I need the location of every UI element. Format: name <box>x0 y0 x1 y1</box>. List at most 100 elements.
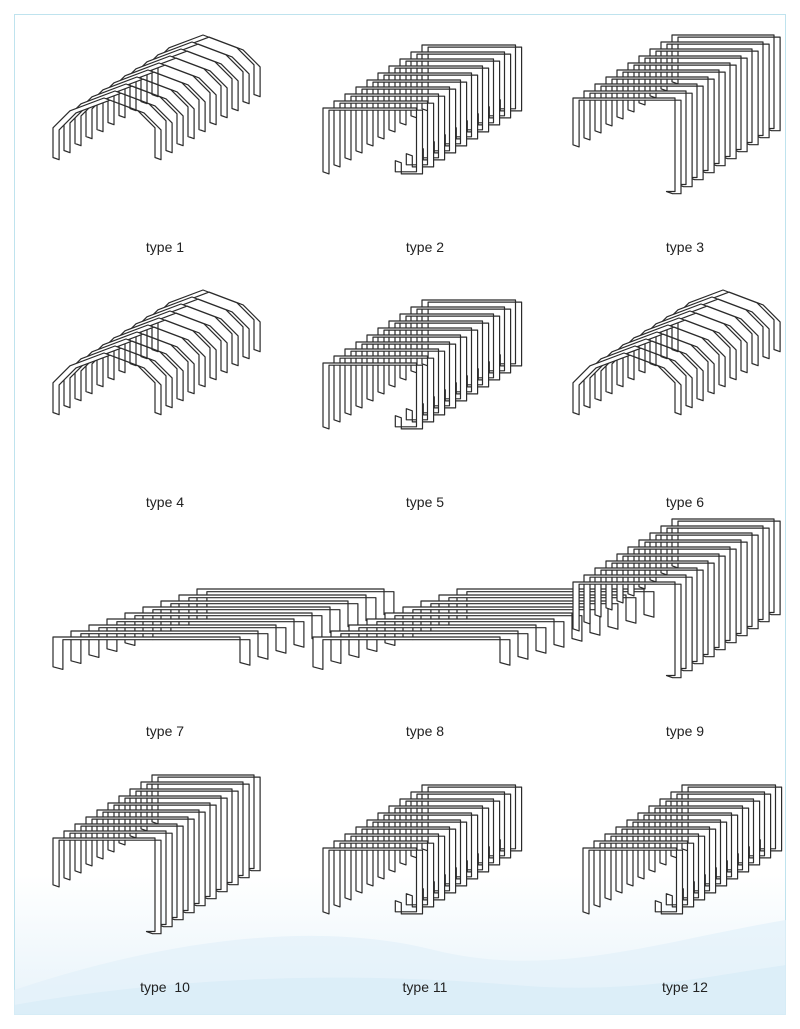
bellows-pleat <box>74 823 184 921</box>
bellows-pleat <box>355 86 457 154</box>
bellows-pleat <box>388 805 490 873</box>
bellows-pleat <box>420 600 619 635</box>
type-label: type 3 <box>665 239 705 255</box>
bellows-pleat <box>572 97 682 195</box>
bellows-pleat <box>74 83 184 147</box>
bellows-pleat <box>107 802 217 900</box>
type-label: type 5 <box>405 494 445 510</box>
bellows-pleat <box>322 847 424 915</box>
bellows-pleat <box>421 299 523 367</box>
bellows-pleat <box>52 636 251 670</box>
bellows-pleat <box>660 41 770 139</box>
bellows-pleat <box>410 306 512 374</box>
bellows-pleat <box>399 58 501 126</box>
bellows-pleat <box>333 100 435 168</box>
bellows-pleat <box>421 44 523 112</box>
bellows-pleat <box>52 352 162 416</box>
bellows-cell: type 12 <box>555 768 800 1018</box>
bellows-cell: type 1 <box>35 28 295 278</box>
bellows-pleat <box>572 581 682 679</box>
bellows-pleat <box>140 781 250 879</box>
bellows-pleat <box>649 48 759 146</box>
bellows-pleat <box>671 518 781 616</box>
bellows-cell: type 2 <box>295 28 555 278</box>
bellows-pleat <box>377 327 479 395</box>
bellows-drawing <box>322 44 523 175</box>
bellows-pleat <box>615 826 717 894</box>
bellows-pleat <box>604 833 706 901</box>
bellows-illustration <box>322 44 523 175</box>
bellows-pleat <box>348 624 547 658</box>
bellows-drawing <box>52 34 261 161</box>
bellows-pleat <box>616 69 726 167</box>
bellows-pleat <box>151 774 261 872</box>
bellows-illustration <box>52 774 261 935</box>
bellows-pleat <box>410 791 512 859</box>
bellows-drawing <box>322 784 523 915</box>
bellows-illustration <box>572 518 781 679</box>
bellows-drawing <box>312 588 655 670</box>
bellows-pleat <box>638 539 748 637</box>
bellows-pleat <box>52 97 162 161</box>
bellows-pleat <box>355 341 457 409</box>
bellows-pleat <box>605 560 715 658</box>
bellows-pleat <box>377 72 479 140</box>
bellows-pleat <box>594 338 704 402</box>
type-label: type 8 <box>405 723 445 739</box>
bellows-pleat <box>572 352 682 416</box>
type-label: type 4 <box>145 494 185 510</box>
type-label: type 11 <box>402 979 448 995</box>
bellows-drawing <box>582 784 783 915</box>
bellows-pleat <box>402 606 601 641</box>
bellows-pleat <box>593 840 695 908</box>
bellows-pleat <box>355 826 457 894</box>
bellows-pleat <box>322 362 424 430</box>
bellows-pleat <box>129 788 239 886</box>
bellows-pleat <box>649 532 759 630</box>
bellows-pleat <box>627 62 737 160</box>
bellows-cell: type 7 <box>35 512 395 762</box>
bellows-pleat <box>344 93 446 161</box>
bellows-pleat <box>438 594 637 629</box>
bellows-cell: type 8 <box>295 512 655 762</box>
bellows-pleat <box>118 795 228 893</box>
bellows-drawing <box>52 289 261 416</box>
bellows-pleat <box>399 798 501 866</box>
bellows-pleat <box>660 525 770 623</box>
bellows-pleat <box>388 320 490 388</box>
bellows-pleat <box>648 805 750 873</box>
bellows-pleat <box>616 553 726 651</box>
bellows-pleat <box>63 345 173 409</box>
bellows-pleat <box>388 65 490 133</box>
type-label: type 10 <box>140 979 190 995</box>
bellows-cell: type 6 <box>555 283 800 533</box>
bellows-pleat <box>366 618 565 652</box>
bellows-drawing <box>322 299 523 430</box>
bellows-pleat <box>384 612 583 646</box>
bellows-pleat <box>344 348 446 416</box>
bellows-illustration <box>312 588 655 670</box>
bellows-pleat <box>637 812 739 880</box>
type-label: type 12 <box>662 979 708 995</box>
bellows-pleat <box>330 630 529 664</box>
bellows-pleat <box>322 107 424 175</box>
bellows-pleat <box>366 79 468 147</box>
bellows-drawing <box>52 774 261 935</box>
bellows-illustration <box>52 34 261 161</box>
bellows-pleat <box>627 546 737 644</box>
bellows-pleat <box>312 636 511 670</box>
bellows-pleat <box>85 816 195 914</box>
bellows-pleat <box>626 819 728 887</box>
bellows-pleat <box>594 83 704 181</box>
bellows-pleat <box>333 840 435 908</box>
bellows-illustration <box>572 34 781 195</box>
bellows-pleat <box>74 338 184 402</box>
bellows-pleat <box>582 847 684 915</box>
bellows-pleat <box>583 574 693 672</box>
bellows-pleat <box>63 90 173 154</box>
bellows-pleat <box>106 618 305 652</box>
type-label: type 9 <box>665 723 705 739</box>
bellows-pleat <box>671 34 781 132</box>
bellows-illustration <box>582 784 783 915</box>
bellows-pleat <box>670 791 772 859</box>
